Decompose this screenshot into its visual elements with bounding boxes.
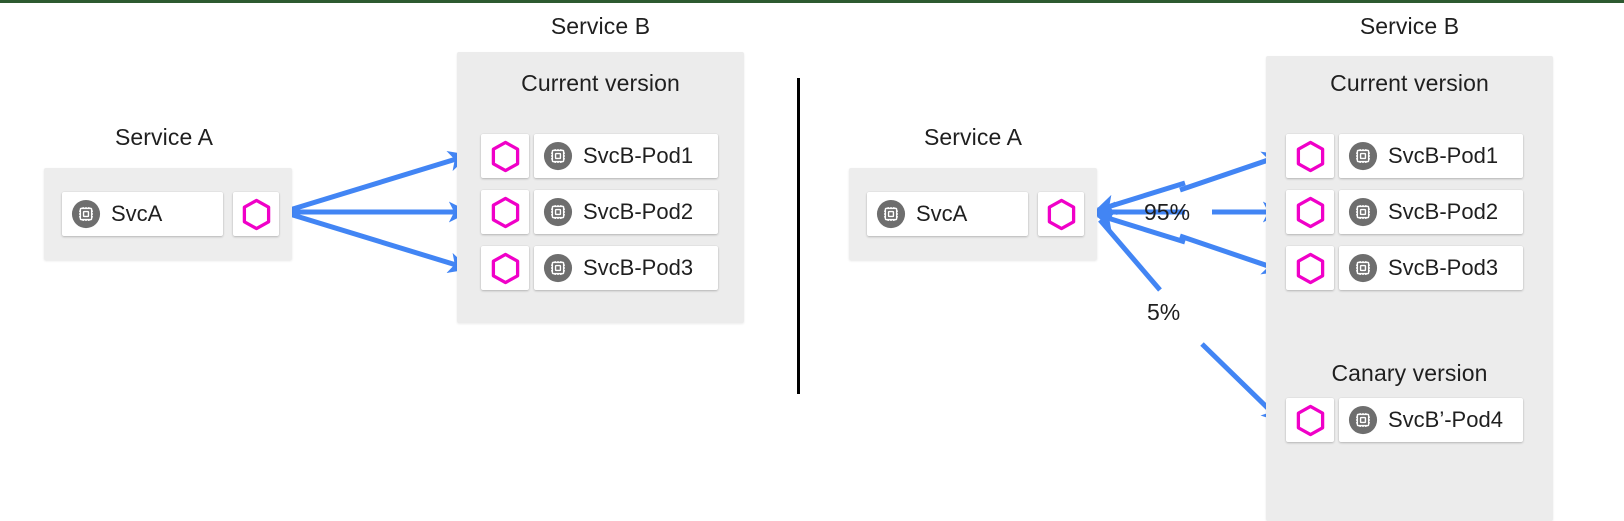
- scenario-divider: [797, 78, 800, 394]
- left-pod3-proxy-card[interactable]: [481, 246, 529, 290]
- right-svca-proxy-card[interactable]: [1038, 192, 1084, 236]
- arrow-svca-to-pod1: [282, 150, 470, 215]
- right-pod3-label: SvcB-Pod3: [1388, 255, 1499, 280]
- right-pod1-proxy-card[interactable]: [1286, 134, 1334, 178]
- right-svca-node-card[interactable]: SvcA: [867, 192, 1028, 236]
- right-pod2-label: SvcB-Pod2: [1388, 199, 1499, 224]
- arrow-svca-to-pod3: [282, 209, 470, 274]
- left-pod1-label: SvcB-Pod1: [583, 143, 694, 168]
- right-pod2-card[interactable]: SvcB-Pod2: [1339, 190, 1523, 234]
- left-current-version-title: Current version: [521, 70, 680, 96]
- arrow-to-pod3: [1179, 233, 1284, 275]
- hexagon-proxy-icon: [1296, 196, 1324, 228]
- hexagon-proxy-icon: [1047, 198, 1075, 230]
- hexagon-proxy-icon: [1296, 404, 1324, 436]
- right-pod3-card[interactable]: SvcB-Pod3: [1339, 246, 1523, 290]
- hexagon-proxy-icon: [491, 196, 519, 228]
- left-pod3-label: SvcB-Pod3: [583, 255, 694, 280]
- left-pod2-card[interactable]: SvcB-Pod2: [534, 190, 718, 234]
- top-rule: [0, 0, 1624, 3]
- right-pod3-proxy-card[interactable]: [1286, 246, 1334, 290]
- right-service-b-title: Service B: [1359, 13, 1460, 39]
- traffic-split-95-label: 95%: [1144, 199, 1191, 225]
- pod-cpu-icon: [1348, 141, 1378, 171]
- right-canary-version-title: Canary version: [1331, 360, 1488, 386]
- arrow-canary-stem: [1098, 218, 1162, 292]
- hexagon-proxy-icon: [491, 252, 519, 284]
- right-pod1-card[interactable]: SvcB-Pod1: [1339, 134, 1523, 178]
- hexagon-proxy-icon: [1296, 252, 1324, 284]
- right-canary-arrows: [1098, 218, 1283, 423]
- left-service-b-title: Service B: [550, 13, 651, 39]
- left-service-a-title: Service A: [114, 124, 214, 150]
- left-pod2-label: SvcB-Pod2: [583, 199, 694, 224]
- left-traffic-arrows: [282, 150, 470, 274]
- hexagon-proxy-icon: [242, 198, 270, 230]
- hexagon-proxy-icon: [1296, 140, 1324, 172]
- right-pod4-label: SvcB’-Pod4: [1388, 407, 1503, 432]
- left-pod2-proxy-card[interactable]: [481, 190, 529, 234]
- left-pod3-card[interactable]: SvcB-Pod3: [534, 246, 718, 290]
- pod-cpu-icon: [543, 253, 573, 283]
- pod-cpu-icon: [71, 199, 101, 229]
- pod-cpu-icon: [1348, 253, 1378, 283]
- pod-cpu-icon: [876, 199, 906, 229]
- right-pod1-label: SvcB-Pod1: [1388, 143, 1499, 168]
- right-current-version-title: Current version: [1330, 70, 1489, 96]
- pod-cpu-icon: [1348, 405, 1378, 435]
- left-pod1-proxy-card[interactable]: [481, 134, 529, 178]
- left-pod1-card[interactable]: SvcB-Pod1: [534, 134, 718, 178]
- right-svca-node-label: SvcA: [916, 201, 968, 226]
- pod-cpu-icon: [1348, 197, 1378, 227]
- right-service-a-title: Service A: [923, 124, 1023, 150]
- right-pod4-card[interactable]: SvcB’-Pod4: [1339, 398, 1523, 442]
- left-svca-node-label: SvcA: [111, 201, 163, 226]
- right-pod4-proxy-card[interactable]: [1286, 398, 1334, 442]
- right-pod2-proxy-card[interactable]: [1286, 190, 1334, 234]
- left-svca-node-card[interactable]: SvcA: [62, 192, 223, 236]
- right-current-version-arrows: [1179, 151, 1284, 275]
- left-svca-proxy-card[interactable]: [233, 192, 279, 236]
- pod-cpu-icon: [543, 141, 573, 171]
- arrow-to-pod1: [1179, 151, 1284, 193]
- hexagon-proxy-icon: [491, 140, 519, 172]
- pod-cpu-icon: [543, 197, 573, 227]
- traffic-split-5-label: 5%: [1147, 299, 1181, 325]
